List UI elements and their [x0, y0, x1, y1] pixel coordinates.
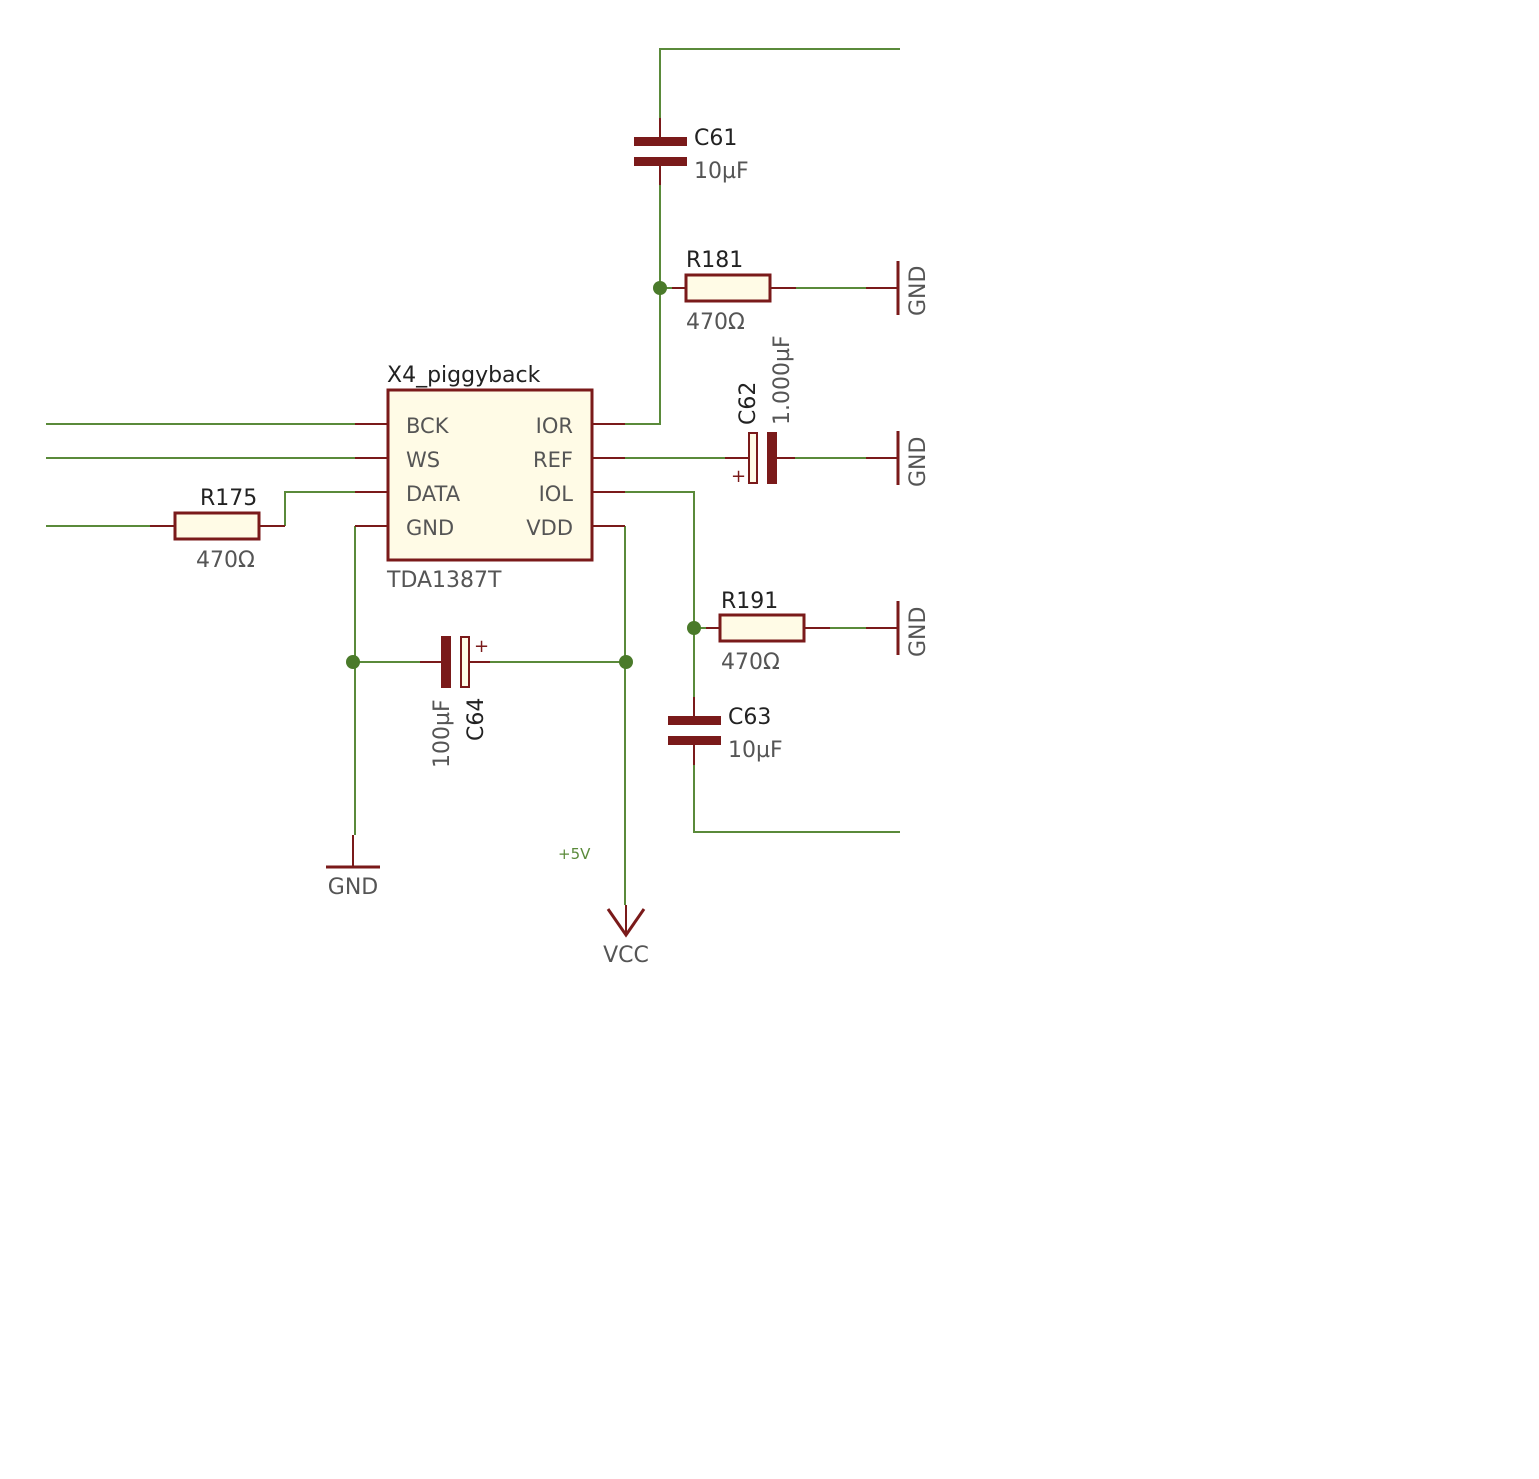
c62-value-label: 1.000µF [770, 335, 795, 425]
c62-plate-negative [767, 432, 777, 484]
c64-polarity-mark: + [474, 636, 489, 657]
c63-ref-label: C63 [728, 705, 771, 730]
r175-body [173, 511, 261, 541]
ic-pin-bck: BCK [406, 414, 450, 438]
c64-plate-negative [441, 636, 451, 688]
ground-symbol-c62: GND [866, 431, 931, 487]
wire-r175-to-data [284, 491, 355, 526]
ic-body [386, 388, 594, 562]
r175-value-label: 470Ω [196, 548, 255, 573]
vcc-arrow-icon [606, 908, 646, 938]
r181-value-label: 470Ω [686, 310, 745, 335]
vcc-label: VCC [603, 943, 649, 968]
r175-ref-label: R175 [200, 486, 257, 511]
ic-value-label: TDA1387T [386, 568, 502, 593]
ic-pin-data: DATA [406, 482, 461, 506]
ground-symbol-ic-gnd: GND [326, 835, 380, 900]
gnd-label: GND [328, 875, 378, 900]
capacitor-c63: C63 10µF [668, 697, 783, 765]
c62-polarity-mark: + [731, 466, 746, 487]
ic-pin-iol: IOL [539, 482, 574, 506]
c64-value-label: 100µF [430, 699, 455, 768]
resistor-r175: R175 470Ω [150, 486, 285, 573]
ground-symbol-r181: GND [866, 261, 931, 316]
r191-ref-label: R191 [721, 589, 778, 614]
c61-ref-label: C61 [694, 126, 737, 151]
ic-pin-ref: REF [533, 448, 573, 472]
capacitor-c61: C61 10µF [634, 118, 749, 185]
ic-tda1387t: X4_piggyback TDA1387T BCK WS DATA GND IO… [355, 363, 625, 593]
net-label-5v: +5V [558, 845, 591, 863]
c61-value-label: 10µF [694, 159, 749, 184]
c62-ref-label: C62 [736, 382, 761, 425]
resistor-r191: R191 470Ω [706, 589, 830, 675]
c61-plate-bottom [634, 157, 687, 166]
r181-ref-label: R181 [686, 248, 743, 273]
ground-symbol-r191: GND [866, 601, 931, 657]
c62-plate-positive [748, 432, 758, 484]
wire-c61-top-output [659, 48, 900, 118]
c63-value-label: 10µF [728, 738, 783, 763]
r191-value-label: 470Ω [721, 650, 780, 675]
capacitor-c62: + C62 1.000µF [725, 335, 795, 487]
junction-dot [346, 655, 360, 669]
wire-ior-net [625, 185, 661, 425]
c63-plate-bottom [668, 736, 721, 745]
c64-plate-positive [460, 636, 470, 688]
c61-plate-top [634, 137, 687, 146]
ic-pin-ior: IOR [536, 414, 573, 438]
r181-body [684, 273, 772, 303]
ic-pin-ws: WS [406, 448, 440, 472]
wire-c63-bottom-output [693, 765, 900, 833]
r191-body [718, 613, 806, 643]
ic-pin-vdd: VDD [526, 516, 573, 540]
resistor-r181: R181 470Ω [672, 248, 796, 335]
gnd-label: GND [906, 266, 931, 316]
junction-dot [619, 655, 633, 669]
gnd-label: GND [906, 437, 931, 487]
vcc-symbol: +5V VCC [558, 845, 649, 968]
junction-dot [653, 281, 667, 295]
c63-plate-top [668, 716, 721, 725]
ic-pin-leads [355, 423, 625, 527]
capacitor-c64: + 100µF C64 [420, 636, 490, 768]
gnd-label: GND [906, 607, 931, 657]
c64-ref-label: C64 [464, 698, 489, 741]
wire-iol-net [625, 491, 695, 697]
junctions [346, 281, 701, 669]
ic-pin-gnd: GND [406, 516, 454, 540]
junction-dot [687, 621, 701, 635]
ic-ref-label: X4_piggyback [387, 363, 541, 388]
